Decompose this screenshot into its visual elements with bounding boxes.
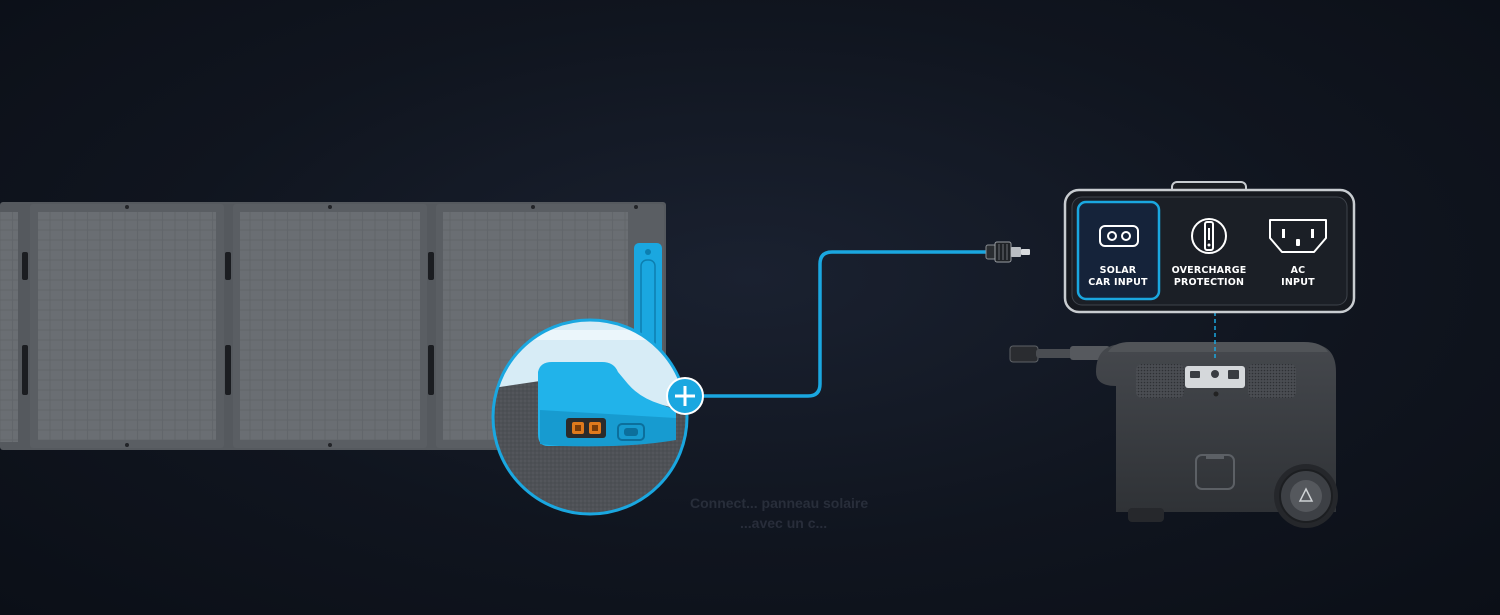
solar-input-label-line2: CAR INPUT: [1088, 277, 1148, 288]
right-vent-grille: [1248, 364, 1296, 398]
plus-icon: [666, 377, 704, 415]
telescoping-handle: [1009, 345, 1110, 363]
connector-zoom-callout: [491, 318, 704, 516]
power-station: [1009, 342, 1338, 528]
solar-cell-section-2: [233, 204, 427, 448]
solar-car-input-port: SOLAR CAR INPUT: [1076, 200, 1161, 301]
fuse-icon: [1191, 218, 1227, 254]
dc-socket-icon: [617, 423, 645, 441]
background-caption: Connect... panneau solaire ...avec un c.…: [690, 495, 868, 531]
caption-line-2: ...avec un c...: [740, 515, 827, 531]
wheel: [1274, 464, 1338, 528]
charging-cable: [684, 250, 990, 398]
ac-socket-icon: [1269, 219, 1327, 253]
warning-triangle-icon: [1298, 487, 1314, 502]
input-panel-callout: SOLAR CAR INPUT OVERCHARGE PROTECTION AC: [1063, 181, 1356, 314]
ac-input-label-line1: AC: [1291, 265, 1306, 276]
caption-line-1: Connect... panneau solaire: [690, 495, 868, 511]
left-vent-grille: [1136, 364, 1184, 398]
cable-plug-connector: [985, 241, 1030, 263]
hinge-slots: [22, 252, 434, 395]
overcharge-label-line1: OVERCHARGE: [1172, 265, 1247, 276]
overcharge-label-line2: PROTECTION: [1174, 277, 1244, 288]
ac-input-port: AC INPUT: [1269, 219, 1327, 288]
ac-input-label-line2: INPUT: [1281, 277, 1315, 288]
dc-socket-icon: [1099, 225, 1139, 247]
solar-input-label-line1: SOLAR: [1100, 265, 1137, 276]
xt60-connector-icon: [566, 418, 606, 438]
overcharge-protection-fuse: OVERCHARGE PROTECTION: [1172, 218, 1247, 288]
solar-cell-section-1: [30, 204, 224, 448]
solar-panel: [0, 202, 666, 450]
